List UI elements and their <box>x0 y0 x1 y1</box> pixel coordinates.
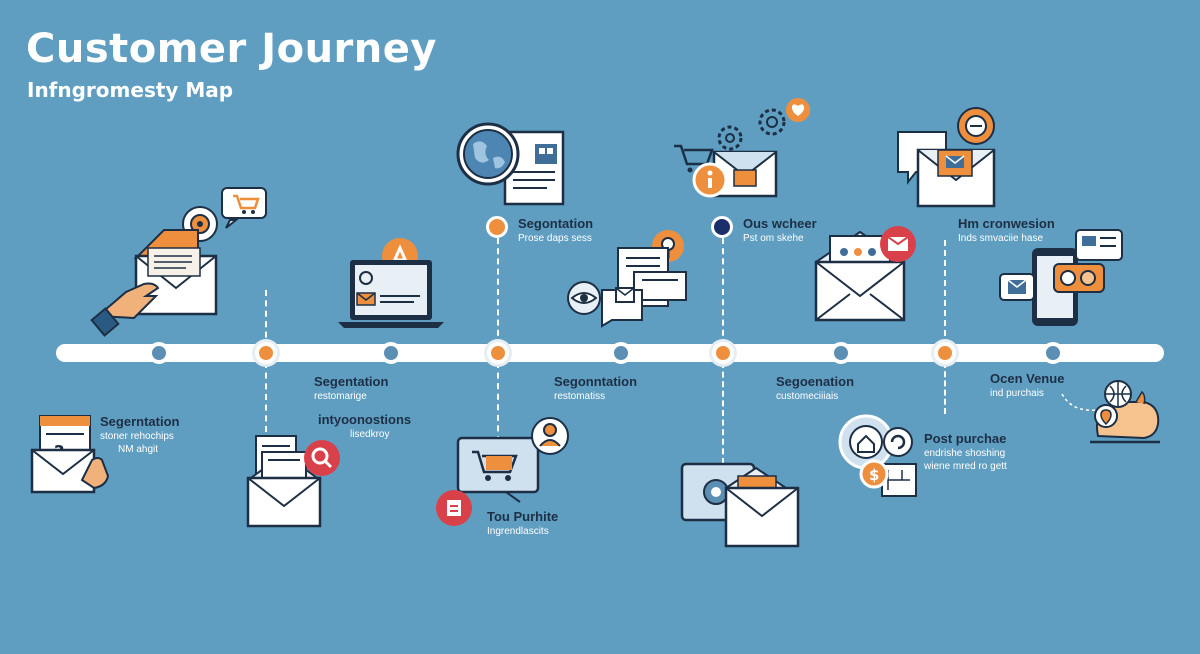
stage-label: Ocen Venue ind purchais <box>990 371 1064 399</box>
stage-title: Segentation <box>314 374 389 389</box>
laptop-icon <box>338 238 444 328</box>
stage-subtitle-2: NM ahgit <box>118 444 159 455</box>
connector-line <box>944 362 946 414</box>
stage-subtitle: endrishe shoshing <box>924 448 1006 459</box>
stage-subtitle: Inds smvaciie hase <box>958 233 1044 244</box>
callout-line <box>1061 393 1097 411</box>
timeline-node[interactable] <box>380 342 402 364</box>
stage-title: Segonntation <box>554 374 638 389</box>
tablet-chat-icon <box>999 229 1123 326</box>
stage-subtitle: Pst om skehe <box>743 233 804 244</box>
chat-envelope-icon <box>897 107 996 208</box>
page-subtitle: Infngromesty Map <box>27 78 234 102</box>
connector-line <box>497 238 499 346</box>
stage-label: Hm cronwesion Inds smvaciie hase <box>958 216 1055 244</box>
screen-envelope-icon <box>680 462 800 548</box>
savings-globe-icon <box>1090 380 1160 444</box>
stage-subtitle: Prose daps sess <box>518 233 592 244</box>
stage-marker <box>486 216 508 238</box>
stage-subtitle: ind purchais <box>990 388 1044 399</box>
envelope-question-icon: ? <box>30 415 110 494</box>
page-title: Customer Journey <box>26 26 437 72</box>
timeline-node[interactable] <box>1042 342 1064 364</box>
stage-subtitle: customeciiiais <box>776 391 839 402</box>
timeline-node[interactable] <box>255 342 277 364</box>
stage-label: Segonntation restomatiss <box>554 374 637 402</box>
stage-title: Ocen Venue <box>990 371 1065 386</box>
connector-line <box>944 240 946 346</box>
home-payment-icon: $ <box>838 414 917 497</box>
timeline-node[interactable] <box>610 342 632 364</box>
stage-label: Tou Purhite Ingrendlascits <box>487 509 558 537</box>
stage-marker <box>711 216 733 238</box>
stage-title: Segerntation <box>100 414 180 429</box>
envelope-mail-icon <box>814 226 916 322</box>
stage-label: Segerntation stoner rehochips NM ahgit <box>100 414 179 455</box>
svg-text:$: $ <box>869 466 879 484</box>
timeline-node[interactable] <box>934 342 956 364</box>
timeline-node[interactable] <box>148 342 170 364</box>
envelope-hand-icon <box>90 187 267 337</box>
stage-label: Segoenation customeciiiais <box>776 374 854 402</box>
timeline-node[interactable] <box>487 342 509 364</box>
stage-label: intyoonostions lisedkroy <box>318 412 411 440</box>
connector-line <box>497 362 499 442</box>
stage-subtitle: lisedkroy <box>350 429 390 440</box>
stage-title: intyoonostions <box>318 412 412 427</box>
document-review-icon <box>567 230 687 328</box>
stage-title: Segontation <box>518 216 594 231</box>
stage-subtitle: restomatiss <box>554 391 606 402</box>
stage-title: Tou Purhite <box>487 509 559 524</box>
connector-line <box>722 238 724 346</box>
gears-envelope-icon <box>674 98 810 198</box>
connector-line <box>265 290 267 348</box>
cart-screen-icon <box>436 417 569 526</box>
stage-label: Segontation Prose daps sess <box>518 216 593 244</box>
connector-line <box>265 362 267 432</box>
timeline-node[interactable] <box>712 342 734 364</box>
timeline-node[interactable] <box>830 342 852 364</box>
stage-label: Segentation restomarige <box>314 374 388 402</box>
stage-title: Post purchae <box>924 431 1007 446</box>
stage-subtitle-2: wiene mred ro gett <box>924 461 1007 472</box>
connector-line <box>722 362 724 464</box>
stage-subtitle: Ingrendlascits <box>487 526 549 537</box>
stage-title: Segoenation <box>776 374 855 389</box>
stage-subtitle: stoner rehochips <box>100 431 174 442</box>
stage-subtitle: restomarige <box>314 391 367 402</box>
stage-label: Post purchae endrishe shoshing wiene mre… <box>924 431 1007 472</box>
stage-label: Ous wcheer Pst om skehe <box>743 216 817 244</box>
globe-document-icon <box>456 122 565 206</box>
stage-title: Hm cronwesion <box>958 216 1055 231</box>
envelope-search-icon <box>246 435 340 528</box>
stage-title: Ous wcheer <box>743 216 817 231</box>
